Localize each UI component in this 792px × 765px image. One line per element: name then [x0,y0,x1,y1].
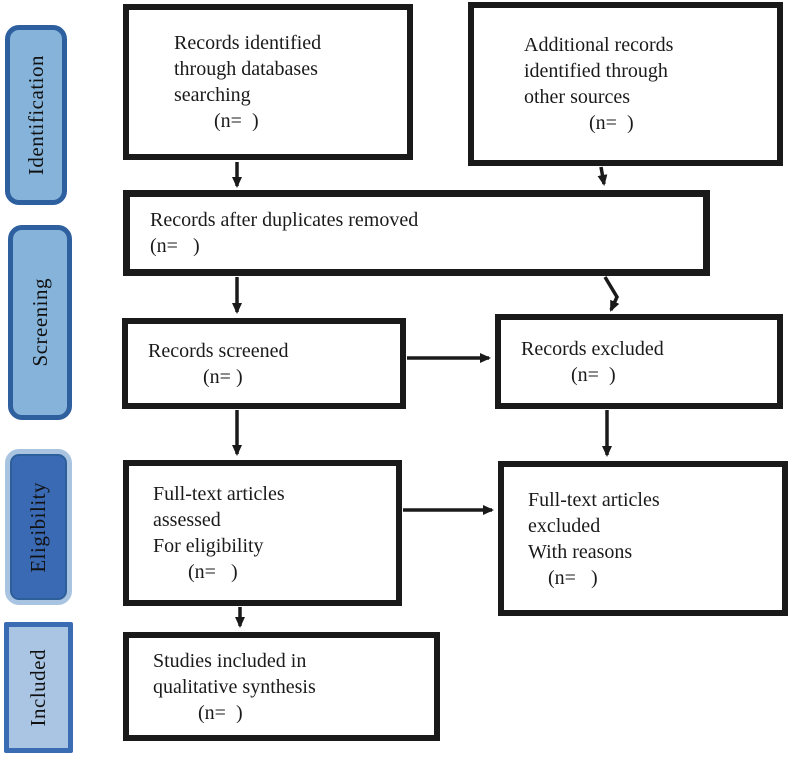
box-records-after-duplicates-removed: Records after duplicates removed (n= ) [123,190,710,276]
box-fulltext-articles-excluded: Full-text articles excluded With reasons… [498,461,788,616]
box-fulltext-articles-assessed: Full-text articles assessed For eligibil… [123,460,402,606]
box-records-screened-text: Records screened (n= ) [148,339,289,388]
box-additional-records: Additional records identified through ot… [468,2,783,166]
stage-label-eligibility-text: Eligibility [26,481,50,573]
arrow-additional-to-deduplicated [597,166,608,186]
box-records-identified-text: Records identified through databases sea… [174,32,322,132]
box-records-after-duplicates-removed-text: Records after duplicates removed (n= ) [150,209,419,257]
stage-label-screening: Screening [8,225,72,420]
box-records-excluded-text: Records excluded (n= ) [521,337,664,386]
stage-label-included: Included [4,622,73,753]
box-fulltext-articles-assessed-text: Full-text articles assessed For eligibil… [153,483,285,583]
box-records-identified: Records identified through databases sea… [123,4,413,160]
arrow-deduplicated-to-excluded [603,276,620,312]
box-records-excluded: Records excluded (n= ) [495,314,783,409]
stage-label-screening-text: Screening [27,278,52,367]
stage-label-identification: Identification [5,25,67,205]
stage-label-eligibility: Eligibility [5,449,72,605]
stage-label-included-text: Included [26,648,50,727]
box-records-screened: Records screened (n= ) [122,318,406,409]
box-studies-included-qualitative-text: Studies included in qualitative synthesi… [153,649,316,724]
stage-label-identification-text: Identification [23,54,48,176]
box-studies-included-qualitative: Studies included in qualitative synthesi… [123,632,440,741]
box-fulltext-articles-excluded-text: Full-text articles excluded With reasons… [528,488,660,589]
box-additional-records-text: Additional records identified through ot… [524,34,674,134]
